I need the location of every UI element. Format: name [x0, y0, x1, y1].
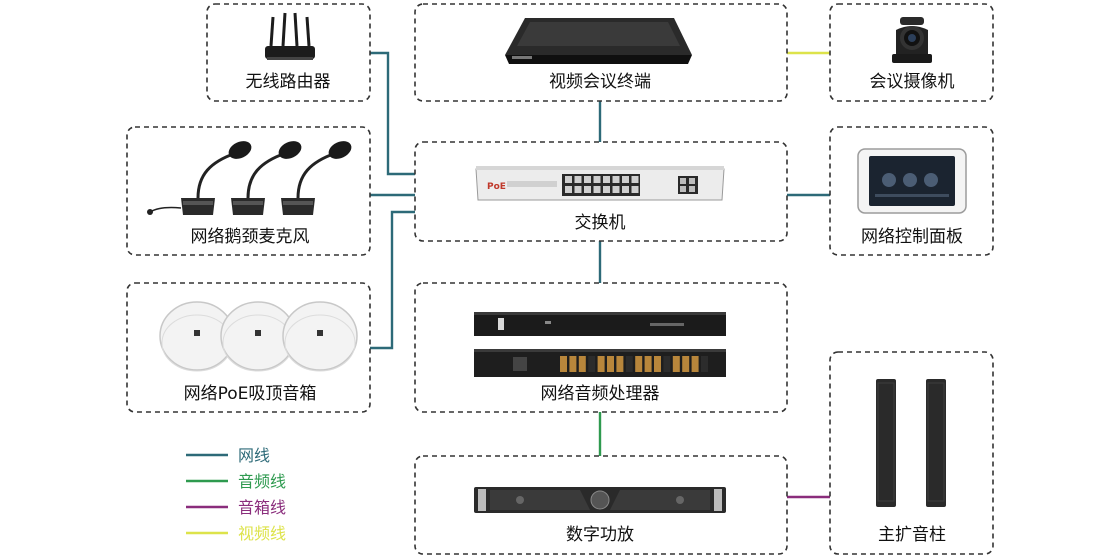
amp-label: 数字功放 [566, 525, 634, 545]
processor-terminal [654, 356, 661, 372]
switch-port [631, 186, 639, 193]
touch-panel-icon [857, 148, 967, 214]
sfp-port [680, 186, 686, 192]
switch-port [622, 176, 629, 183]
ceiling-label: 网络PoE吸顶音箱 [184, 384, 317, 404]
gooseneck-mic-icon [147, 141, 352, 215]
audio-processor-icon [474, 312, 726, 377]
switch-port [584, 176, 591, 183]
legend-label: 网线 [238, 446, 270, 465]
sfp-port [689, 186, 695, 192]
mics-node[interactable]: 网络鹅颈麦克风 [126, 126, 371, 256]
processor-terminal [597, 356, 605, 372]
processor-terminal [588, 356, 596, 372]
ptz-camera-icon [892, 17, 932, 63]
panel-node[interactable]: 网络控制面板 [829, 126, 994, 256]
switch-port [593, 186, 601, 193]
processor-terminal [701, 356, 708, 372]
processor-terminal [663, 356, 671, 372]
processor-terminal [607, 356, 614, 372]
terminal-node[interactable]: 视频会议终端 [414, 3, 788, 102]
ceiling-speaker-icon [159, 301, 358, 372]
switch-port [574, 186, 582, 193]
processor-terminal [569, 356, 577, 372]
line-router-switch [370, 51, 415, 176]
processor-terminal [672, 356, 680, 372]
sfp-port [689, 178, 695, 184]
legend-label: 音频线 [238, 472, 286, 491]
switch-port [612, 186, 620, 193]
columns-node[interactable]: 主扩音柱 [829, 351, 994, 555]
processor-terminal [616, 356, 624, 372]
switch-label: 交换机 [575, 213, 626, 233]
processor-node[interactable]: 网络音频处理器 [414, 282, 788, 413]
router-node[interactable]: 无线路由器 [206, 3, 371, 102]
switch-port [603, 186, 610, 193]
router-label: 无线路由器 [246, 72, 331, 92]
terminal-label: 视频会议终端 [549, 72, 651, 92]
switch-port [584, 186, 591, 193]
switch-port [631, 176, 639, 183]
processor-label: 网络音频处理器 [541, 384, 660, 404]
processor-terminal [691, 356, 699, 372]
processor-io-ports [560, 356, 708, 372]
poe-switch-icon: PoE [475, 166, 725, 201]
switch-port [574, 176, 582, 183]
router-icon [265, 12, 315, 60]
switch-node[interactable]: PoE 交换机 [414, 141, 788, 242]
camera-node[interactable]: 会议摄像机 [829, 3, 994, 102]
legend-label: 音箱线 [238, 498, 286, 517]
column-speaker-icon [876, 379, 946, 507]
processor-terminal [635, 356, 643, 372]
processor-terminal [560, 356, 567, 372]
switch-port [612, 176, 620, 183]
switch-port [622, 186, 629, 193]
processor-terminal [625, 356, 633, 372]
processor-terminal [578, 356, 586, 372]
switch-port [565, 186, 572, 193]
ceiling-node[interactable]: 网络PoE吸顶音箱 [126, 282, 371, 413]
camera-label: 会议摄像机 [870, 72, 955, 92]
connections [370, 51, 830, 499]
digital-amplifier-icon [474, 487, 726, 513]
amp-node[interactable]: 数字功放 [414, 455, 788, 555]
mics-label: 网络鹅颈麦克风 [191, 227, 310, 247]
switch-port [603, 176, 610, 183]
processor-terminal [644, 356, 652, 372]
processor-terminal [682, 356, 690, 372]
panel-label: 网络控制面板 [861, 227, 963, 247]
switch-ports [565, 176, 695, 193]
line-ceiling-switch [370, 210, 415, 350]
columns-label: 主扩音柱 [878, 525, 946, 545]
switch-port [565, 176, 572, 183]
sfp-port [680, 178, 686, 184]
legend-label: 视频线 [238, 524, 286, 543]
poe-badge: PoE [487, 182, 506, 192]
video-terminal-icon [505, 18, 692, 64]
switch-port [593, 176, 601, 183]
